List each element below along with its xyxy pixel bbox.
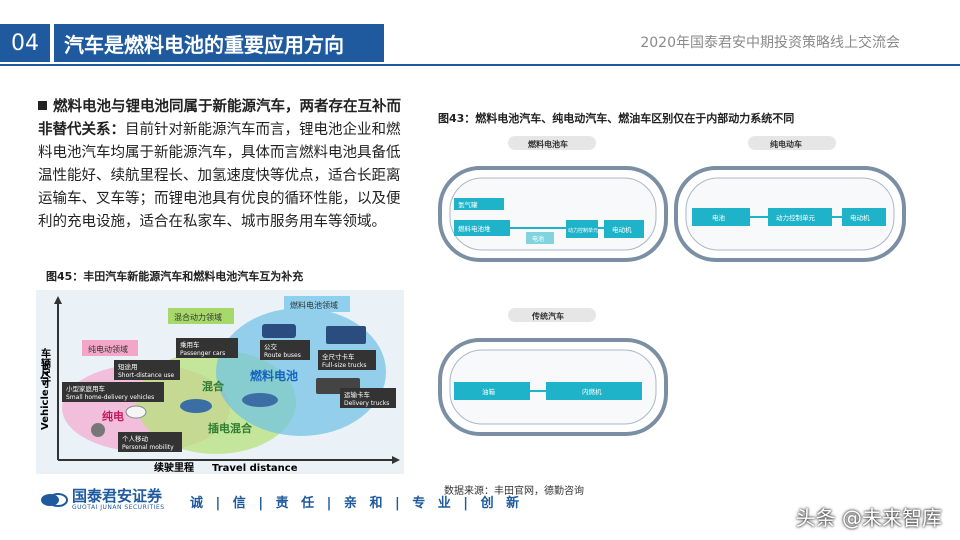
truck-icon (326, 326, 366, 344)
svg-text:电动机: 电动机 (612, 225, 632, 234)
svg-text:Small home-delivery vehicles: Small home-delivery vehicles (66, 394, 154, 401)
body-text: 燃料电池与锂电池同属于新能源汽车，两者存在互补而非替代关系：目前针对新能源汽车而… (38, 96, 410, 234)
ev-domain-box (82, 340, 138, 356)
car1-part-1 (454, 220, 510, 236)
car2-part-0 (692, 208, 750, 226)
svg-text:Short-distance use: Short-distance use (118, 372, 175, 379)
car1-body (438, 166, 668, 262)
car-battery-ev: 纯电动车 电池 动力控制单元 电动机 (674, 136, 906, 262)
x-axis-en: Travel distance (212, 463, 298, 474)
page-number: 04 (0, 24, 50, 62)
car1-title: 燃料电池车 (528, 139, 568, 149)
personal-mobility-icon (91, 423, 105, 437)
svg-text:内燃机: 内燃机 (582, 387, 602, 396)
label-passenger-cars: 乘用车 Passenger cars (176, 338, 238, 358)
fig43-svg: 燃料电池车 氢气罐 燃料电池堆 电池 动力控制单元 电动机 纯电动车 电池 (438, 136, 906, 436)
hybrid-domain-box (168, 308, 234, 324)
car1-part-3 (566, 220, 598, 238)
label-small-home-delivery: 小型家庭用车 Small home-delivery vehicles (62, 382, 164, 402)
label-full-size-trucks: 全尺寸卡车 Full-size trucks (318, 350, 376, 370)
page-title: 汽车是燃料电池的重要应用方向 (54, 24, 384, 62)
hybrid-car-icon (180, 399, 212, 413)
svg-text:Delivery trucks: Delivery trucks (344, 400, 389, 407)
fig45-svg: 车辆尺寸 Vehicle size 续驶里程 Travel distance 纯… (39, 296, 400, 474)
svg-text:动力控制单元: 动力控制单元 (568, 227, 598, 234)
hybrid-zone-label: 混合 (202, 379, 225, 393)
header-bar (0, 0, 960, 66)
phev-zone-label: 插电混合 (208, 421, 253, 435)
svg-text:油箱: 油箱 (482, 387, 496, 396)
car3-body (438, 338, 668, 436)
svg-text:全尺寸卡车: 全尺寸卡车 (322, 352, 355, 361)
y-axis-en: Vehicle size (40, 364, 51, 430)
ev-zone-label: 纯电 (102, 409, 124, 423)
svg-text:Full-size trucks: Full-size trucks (322, 362, 367, 369)
ev-domain-label: 纯电动领域 (88, 344, 128, 354)
y-axis-cn: 车辆尺寸 (39, 347, 51, 389)
car3-part-1 (546, 382, 642, 400)
car3-part-0 (454, 382, 530, 400)
label-route-buses: 公交 Route buses (260, 340, 310, 360)
car3-title-pill (508, 308, 596, 322)
y-arrow-icon (54, 296, 62, 304)
small-car-icon (125, 405, 147, 419)
car-fuel-cell: 燃料电池车 氢气罐 燃料电池堆 电池 动力控制单元 电动机 (438, 136, 668, 262)
watermark: 头条 @未来智库 (795, 506, 942, 530)
label-short-distance: 短途用 Short-distance use (114, 360, 180, 380)
footer-logo: 国泰君安证券 GUOTAI JUNAN SECURITIES (40, 488, 165, 511)
footer-slogan: 诚 | 信 | 责 任 | 亲 和 | 专 业 | 创 新 (190, 496, 524, 511)
company-name-en: GUOTAI JUNAN SECURITIES (72, 504, 165, 511)
car2-title: 纯电动车 (770, 139, 802, 149)
conference-title: 2020年国泰君安中期投资策略线上交流会 (640, 35, 900, 51)
svg-text:电动机: 电动机 (850, 213, 870, 222)
svg-text:动力控制单元: 动力控制单元 (776, 213, 816, 222)
svg-text:乘用车: 乘用车 (180, 340, 200, 349)
car2-part-1 (768, 208, 832, 226)
company-logo-icon (40, 490, 68, 510)
svg-text:燃料电池堆: 燃料电池堆 (458, 224, 491, 233)
label-delivery-trucks: 运输卡车 Delivery trucks (340, 388, 396, 408)
svg-text:个人移动: 个人移动 (122, 434, 149, 443)
svg-text:电池: 电池 (532, 235, 544, 243)
car1-part-0 (454, 198, 504, 210)
bus-icon (262, 324, 296, 338)
body-paragraph: 目前针对新能源汽车而言，锂电池企业和燃料电池汽车均属于新能源汽车，具体而言燃料电… (38, 122, 401, 230)
svg-text:氢气罐: 氢气罐 (458, 200, 478, 209)
car-conventional: 传统汽车 油箱 内燃机 (438, 308, 668, 436)
svg-text:小型家庭用车: 小型家庭用车 (66, 384, 106, 393)
svg-text:运输卡车: 运输卡车 (344, 390, 371, 399)
fc-zone-label: 燃料电池 (250, 368, 298, 383)
fc-domain-label: 燃料电池领域 (290, 300, 338, 310)
fig45-caption: 图45：丰田汽车新能源汽车和燃料电池汽车互为补充 (46, 270, 304, 283)
fig45-diagram: 车辆尺寸 Vehicle size 续驶里程 Travel distance 纯… (36, 290, 404, 474)
fig43-diagram: 燃料电池车 氢气罐 燃料电池堆 电池 动力控制单元 电动机 纯电动车 电池 (436, 128, 914, 448)
car3-title: 传统汽车 (531, 311, 564, 321)
x-arrow-icon (392, 456, 400, 464)
company-name: 国泰君安证券 (72, 487, 163, 505)
hybrid-domain-label: 混合动力领域 (174, 312, 222, 322)
fc-car-icon (242, 393, 278, 407)
car2-part-2 (842, 208, 886, 226)
bullet-icon (38, 101, 47, 110)
bold-lead: 燃料电池与锂电池同属于新能源汽车，两者存在互补而非替代关系： (38, 99, 401, 138)
svg-text:Passenger cars: Passenger cars (180, 350, 225, 357)
source-note: 数据来源：丰田官网，德勤咨询 (444, 486, 584, 497)
svg-text:电池: 电池 (712, 213, 726, 222)
car1-part-4 (604, 220, 644, 238)
x-axis-cn: 续驶里程 (154, 461, 194, 474)
car2-body (674, 166, 906, 262)
svg-text:Route buses: Route buses (264, 352, 301, 359)
label-personal-mobility: 个人移动 Personal mobility (118, 432, 182, 452)
car1-title-pill (508, 136, 596, 150)
car1-part-2 (526, 232, 554, 244)
svg-text:公交: 公交 (264, 342, 278, 351)
fig43-caption: 图43：燃料电池汽车、纯电动汽车、燃油车区别仅在于内部动力系统不同 (438, 112, 795, 125)
svg-text:Personal mobility: Personal mobility (122, 444, 174, 451)
fc-domain-box (284, 296, 350, 312)
svg-text:短途用: 短途用 (118, 362, 138, 371)
car2-title-pill (748, 136, 836, 150)
